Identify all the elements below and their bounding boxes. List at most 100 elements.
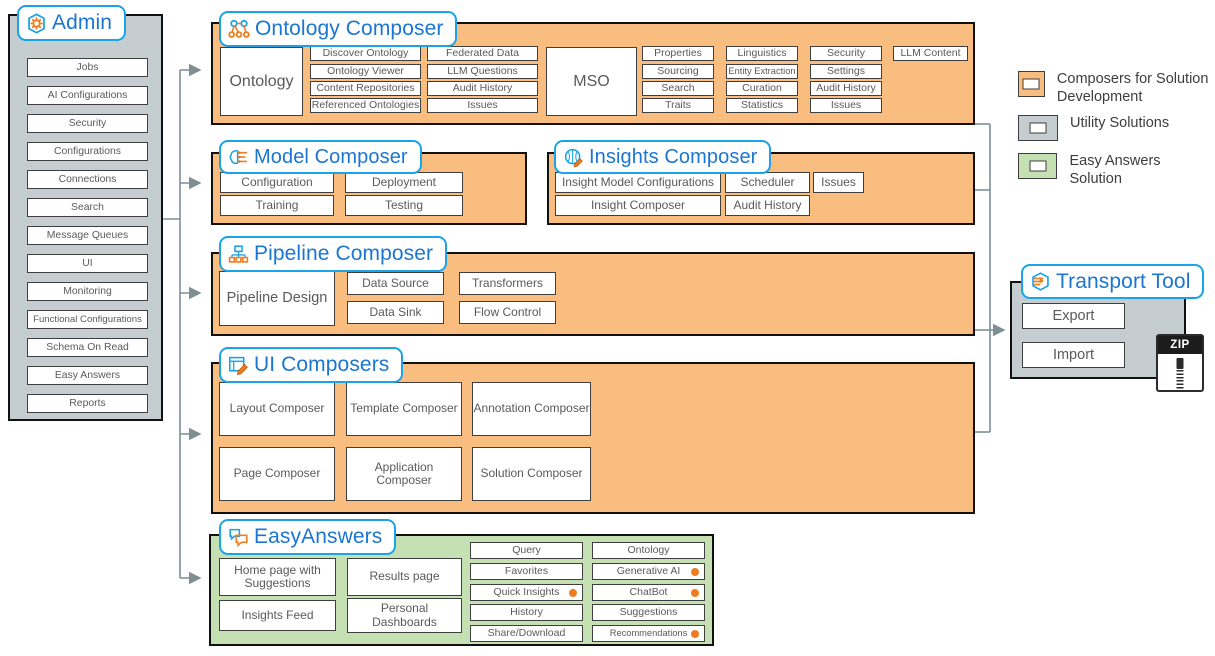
tile-sourcing[interactable]: Sourcing [642, 64, 714, 79]
sidebar-item-configurations[interactable]: Configurations [27, 142, 148, 161]
tile-linguistics[interactable]: Linguistics [726, 46, 798, 61]
tile-audit-history[interactable]: Audit History [427, 81, 538, 96]
tile-entity-extraction[interactable]: Entity Extraction [726, 64, 798, 79]
chat-bubbles-icon [228, 527, 249, 548]
legend-item-utility: Utility Solutions [1018, 115, 1169, 141]
tile-flow-control[interactable]: Flow Control [459, 301, 556, 324]
tile-generative-ai[interactable]: Generative AI [592, 563, 705, 580]
sidebar-item-reports[interactable]: Reports [27, 394, 148, 413]
tile-export[interactable]: Export [1022, 303, 1125, 329]
gear-icon [26, 12, 47, 34]
easy-answers-title-label: EasyAnswers [254, 525, 383, 548]
tile-home-page-with-suggestions[interactable]: Home page with Suggestions [219, 558, 336, 596]
model-composer-title-label: Model Composer [254, 146, 408, 168]
sidebar-item-security[interactable]: Security [27, 114, 148, 133]
tile-template-composer[interactable]: Template Composer [346, 382, 462, 436]
tile-annotation-composer[interactable]: Annotation Composer [472, 382, 591, 436]
ontology-graph-icon [228, 18, 250, 40]
tile-federated-data[interactable]: Federated Data [427, 46, 538, 61]
tile-discover-ontology[interactable]: Discover Ontology [310, 46, 421, 61]
tile-results-page[interactable]: Results page [347, 558, 462, 596]
tile-content-repositories[interactable]: Content Repositories [310, 81, 421, 96]
tile-llm-questions[interactable]: LLM Questions [427, 64, 538, 79]
sidebar-item-ai-configurations[interactable]: AI Configurations [27, 86, 148, 105]
zip-file-icon: ZIP [1156, 334, 1204, 392]
tile-security-mso[interactable]: Security [810, 46, 882, 61]
tile-referenced-ontologies[interactable]: Referenced Ontologies [310, 98, 421, 113]
ui-edit-icon [228, 355, 249, 376]
sidebar-item-message-queues[interactable]: Message Queues [27, 226, 148, 245]
tile-label: ChatBot [629, 585, 668, 598]
model-composer-title-pill[interactable]: Model Composer [219, 140, 422, 174]
tile-page-composer[interactable]: Page Composer [219, 447, 335, 501]
tile-llm-content[interactable]: LLM Content [893, 46, 968, 61]
tile-ontology[interactable]: Ontology [220, 47, 303, 116]
sidebar-item-easy-answers[interactable]: Easy Answers [27, 366, 148, 385]
ui-composers-title-pill[interactable]: UI Composers [219, 347, 404, 383]
tile-quick-insights[interactable]: Quick Insights [470, 584, 583, 601]
tile-issues-ontology[interactable]: Issues [427, 98, 538, 113]
tile-query[interactable]: Query [470, 542, 583, 559]
admin-title-pill[interactable]: Admin [17, 5, 127, 41]
pipeline-composer-title-pill[interactable]: Pipeline Composer [219, 236, 448, 272]
tile-pipeline-design[interactable]: Pipeline Design [219, 271, 335, 326]
tile-insight-model-configurations[interactable]: Insight Model Configurations [555, 172, 721, 193]
tile-share-download[interactable]: Share/Download [470, 625, 583, 642]
tile-settings[interactable]: Settings [810, 64, 882, 79]
tile-issues-insights[interactable]: Issues [813, 172, 864, 193]
tile-solution-composer[interactable]: Solution Composer [472, 447, 591, 501]
tile-personal-dashboards[interactable]: Personal Dashboards [347, 598, 462, 633]
sidebar-item-monitoring[interactable]: Monitoring [27, 282, 148, 301]
zip-label: ZIP [1158, 336, 1202, 354]
tile-recommendations[interactable]: Recommendations [592, 625, 705, 642]
tile-search-mso[interactable]: Search [642, 81, 714, 96]
tile-data-source[interactable]: Data Source [347, 272, 444, 295]
tile-insights-feed[interactable]: Insights Feed [219, 600, 336, 631]
ui-composers-title-label: UI Composers [254, 353, 390, 376]
tile-label: Recommendations [609, 628, 688, 639]
zip-pull-tab [1176, 358, 1184, 369]
sidebar-item-search[interactable]: Search [27, 198, 148, 217]
tile-history[interactable]: History [470, 604, 583, 621]
tile-deployment[interactable]: Deployment [345, 172, 463, 193]
sidebar-item-connections[interactable]: Connections [27, 170, 148, 189]
admin-title-label: Admin [52, 11, 113, 34]
tile-layout-composer[interactable]: Layout Composer [219, 382, 335, 436]
insights-brain-pencil-icon [563, 147, 584, 168]
tile-curation[interactable]: Curation [726, 81, 798, 96]
model-brain-icon [228, 147, 249, 168]
tile-mso[interactable]: MSO [546, 47, 637, 116]
insights-composer-title-pill[interactable]: Insights Composer [554, 140, 772, 174]
tile-audit-history-insights[interactable]: Audit History [725, 195, 810, 216]
tile-label: Query [512, 543, 541, 556]
tile-application-composer[interactable]: Application Composer [346, 447, 462, 501]
tile-import[interactable]: Import [1022, 342, 1125, 368]
tile-chatbot[interactable]: ChatBot [592, 584, 705, 601]
tile-ontology-ea[interactable]: Ontology [592, 542, 705, 559]
tile-traits[interactable]: Traits [642, 98, 714, 113]
sidebar-item-functional-configurations[interactable]: Functional Configurations [27, 310, 148, 329]
tile-transformers[interactable]: Transformers [459, 272, 556, 295]
tile-audit-history-mso[interactable]: Audit History [810, 81, 882, 96]
tile-properties[interactable]: Properties [642, 46, 714, 61]
sidebar-item-ui[interactable]: UI [27, 254, 148, 273]
legend-label-easy-answers: Easy Answers Solution [1069, 153, 1161, 187]
legend-label-composers: Composers for Solution Development [1056, 71, 1209, 105]
tile-statistics[interactable]: Statistics [726, 98, 798, 113]
ontology-composer-title-pill[interactable]: Ontology Composer [219, 11, 458, 47]
tile-training[interactable]: Training [220, 195, 334, 216]
tile-suggestions[interactable]: Suggestions [592, 604, 705, 621]
transport-tool-title-pill[interactable]: Transport Tool [1021, 264, 1205, 299]
sidebar-item-schema-on-read[interactable]: Schema On Read [27, 338, 148, 357]
tile-testing[interactable]: Testing [345, 195, 463, 216]
tile-data-sink[interactable]: Data Sink [347, 301, 444, 324]
sidebar-item-jobs[interactable]: Jobs [27, 58, 148, 77]
tile-ontology-viewer[interactable]: Ontology Viewer [310, 64, 421, 79]
easy-answers-title-pill[interactable]: EasyAnswers [219, 519, 397, 555]
tile-favorites[interactable]: Favorites [470, 563, 583, 580]
transport-arrow-icon [1030, 271, 1051, 292]
tile-configuration[interactable]: Configuration [220, 172, 334, 193]
tile-scheduler[interactable]: Scheduler [725, 172, 810, 193]
tile-issues-mso[interactable]: Issues [810, 98, 882, 113]
tile-insight-composer[interactable]: Insight Composer [555, 195, 721, 216]
